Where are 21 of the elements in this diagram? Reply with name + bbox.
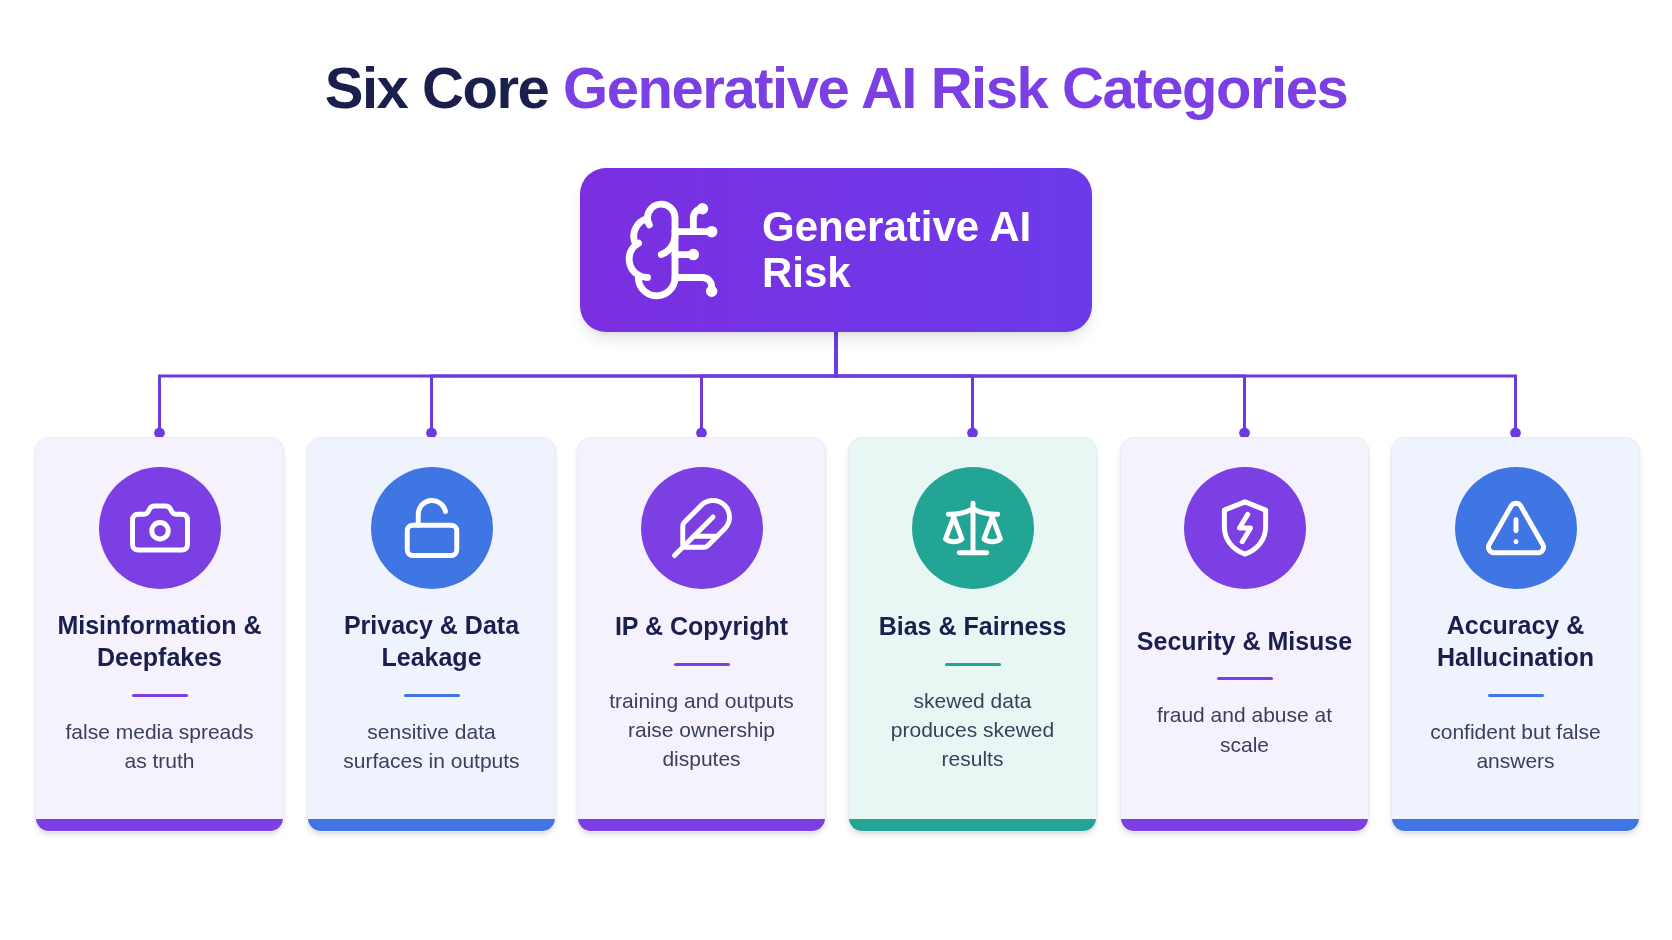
- card-title: IP & Copyright: [614, 611, 789, 643]
- category-card: [577, 437, 826, 832]
- card-description: fraud and abuse at scale: [1155, 702, 1334, 758]
- title: Six Core Generative AI Risk Categories: [323, 54, 1349, 122]
- card-description: false media spreads as truth: [64, 718, 255, 774]
- category-card: [35, 437, 284, 832]
- root-label: Generative AI Risk: [762, 203, 1033, 297]
- card-title: Accuracy & Hallucination: [1436, 609, 1595, 674]
- root-box: [580, 168, 1092, 332]
- card-title: Privacy & Data Leakage: [342, 609, 521, 674]
- card-description: skewed data produces skewed results: [889, 687, 1056, 773]
- card-title: Security & Misuse: [1136, 625, 1353, 657]
- card-title: Misinformation & Deepfakes: [56, 609, 263, 674]
- category-card: [1120, 437, 1369, 832]
- category-card: [848, 437, 1097, 832]
- category-card: [307, 437, 556, 832]
- category-card: [1391, 437, 1640, 832]
- card-description: training and outputs raise ownership disputes: [608, 687, 795, 773]
- card-description: confident but false answers: [1429, 718, 1602, 774]
- card-title: Bias & Fairness: [878, 611, 1067, 643]
- card-description: sensitive data surfaces in outputs: [342, 718, 521, 774]
